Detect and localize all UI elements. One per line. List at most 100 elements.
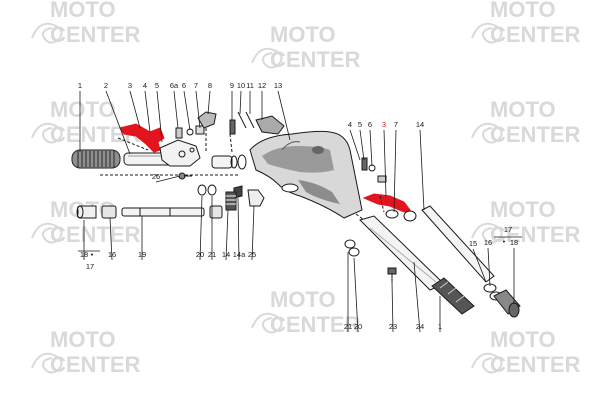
part-label: 9 [230,81,234,120]
part-label: 6 [182,81,191,131]
leader-line [225,209,229,261]
part-number: 13 [274,81,282,90]
part-number: 7 [394,120,398,129]
part-label: 20 [353,257,362,333]
watermark-logo [471,122,503,144]
watermark-line1: MOTO [490,327,556,352]
part-label: 7 [194,81,201,129]
screw-26 [178,172,192,180]
leader-line [155,175,181,183]
part-label: 3 [382,120,387,197]
part-label: • [503,237,506,246]
part-number: 25 [248,250,256,259]
part-number: 8 [208,81,212,90]
watermark-line2: CENTER [490,222,581,247]
watermark-line2: CENTER [50,22,141,47]
leader-line [251,205,255,261]
part-number: 14 [416,120,424,129]
watermark-line2: CENTER [270,312,361,337]
leader-line [413,261,421,333]
part-label: 1 [438,296,442,332]
leader-line [199,195,203,261]
part-label: 16 [484,238,492,287]
part-number: • [91,250,94,259]
part-number: 4 [348,120,352,129]
part-label: • [91,250,94,259]
leader-line [472,248,487,283]
part-label: 14 [222,209,230,261]
rings-20-21 [197,184,217,196]
part-label: 11 [246,81,254,114]
part-number: 6a [170,81,179,90]
leader-line [393,129,397,213]
leader-line [144,90,151,133]
leader-line [183,90,191,131]
watermark-line1: MOTO [490,97,556,122]
watermark-logo [31,222,63,244]
left-lever-body [159,139,201,167]
right-lever-highlighted [362,193,411,213]
leader-line [487,247,491,287]
part-number: 5 [358,120,362,129]
clamp-piece [197,111,217,129]
leader-line [353,257,359,333]
part-number: 2 [104,81,108,90]
part-number: 14 [222,250,230,259]
right-rings-20-21 [344,239,360,257]
part-number: 26 [152,172,160,181]
part-number: 16 [108,250,116,259]
leader-line [237,197,240,261]
part-number: 12 [258,81,266,90]
part-number: 5 [155,81,159,90]
leader-line [419,129,425,211]
clamp-12 [255,115,285,135]
part-number: 1 [438,322,442,331]
leader-line [129,90,141,129]
right-grip [431,277,475,315]
part-label: 6a [170,81,179,129]
part-label: 7 [393,120,398,213]
part-label: 16 [108,217,116,261]
part-number: 18 [80,250,88,259]
part-number: 3 [382,120,386,129]
leader-line [369,129,373,167]
part-label: 4 [348,120,361,161]
part-label: 5 [155,81,163,143]
part-label: 10 [237,81,245,115]
part-label: 26 [152,172,181,183]
watermark-logo [251,312,283,334]
right-small-parts [361,157,417,222]
left-grip [71,149,121,169]
part-label: 6 [368,120,373,167]
part-label: 17 [504,225,512,234]
watermark-line1: MOTO [270,287,336,312]
part-label: 14 [416,120,425,211]
part-number: 18 [510,238,518,247]
part-number: 23 [389,322,397,331]
watermark-line1: MOTO [50,327,116,352]
part-number: 1 [78,81,82,90]
watermark-line2: CENTER [490,122,581,147]
leader-line [239,90,242,115]
watermark-line1: MOTO [490,197,556,222]
part-number: 19 [138,250,146,259]
part-number: 6 [182,81,186,90]
right-throttle-tube [359,215,445,291]
part-label: 12 [258,81,266,120]
watermark-logo [251,47,283,69]
part-label: 18 [510,238,518,304]
part-label: 21 [208,196,216,260]
watermark-line1: MOTO [50,0,116,22]
leader-line [349,129,361,161]
part-number: 3 [128,81,132,90]
leader-line [156,90,163,143]
part-label: 20 [196,195,204,261]
